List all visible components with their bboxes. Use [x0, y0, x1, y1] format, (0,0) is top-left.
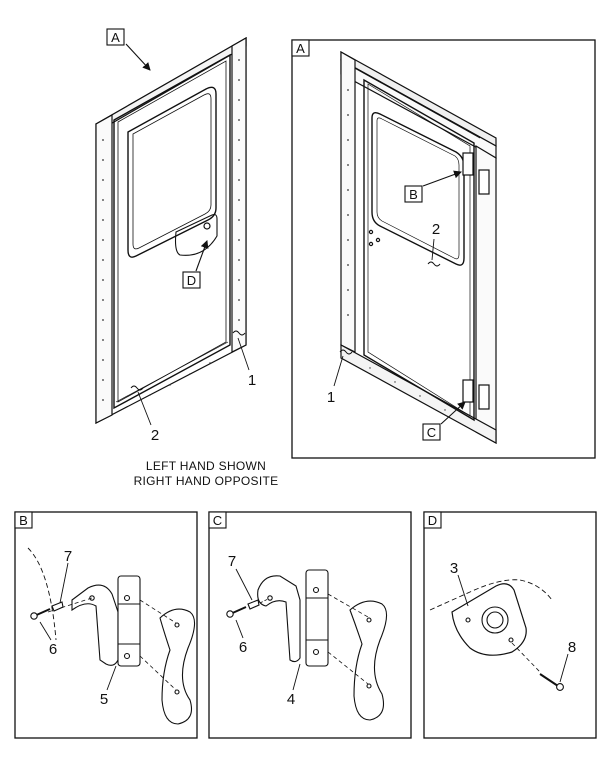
panel-a-item-1-label: 1	[327, 389, 335, 406]
panel-b-hinge-barrel	[117, 575, 141, 667]
svg-text:B: B	[409, 187, 418, 202]
left-item-1-label: 1	[248, 372, 256, 389]
panel-d: D 3 8	[423, 511, 597, 739]
panel-b-gasket	[159, 608, 196, 725]
panel-c: C 7 6 4	[208, 511, 412, 739]
panel-c-gasket	[349, 600, 388, 721]
left-door-leaf	[113, 53, 231, 410]
panel-b-hinge-leaf	[71, 584, 119, 666]
panel-a-rivets	[347, 89, 446, 411]
svg-text:A: A	[111, 30, 120, 45]
panel-c-hinge-barrel	[305, 569, 329, 667]
svg-text:C: C	[427, 425, 436, 440]
panel-a-item-2-label: 2	[432, 221, 440, 238]
panel-d-item-3-label: 3	[450, 560, 458, 577]
left-door-latch-plate	[174, 213, 218, 256]
panel-d-item-8-label: 8	[568, 639, 576, 656]
left-door-rivets	[102, 59, 240, 401]
svg-text:D: D	[187, 273, 196, 288]
left-item-2-label: 2	[151, 427, 159, 444]
caption-line-2: RIGHT HAND OPPOSITE	[134, 474, 279, 488]
panel-c-letter: C	[213, 513, 222, 528]
panel-a-window	[371, 111, 465, 266]
panel-a-left-jamb	[340, 50, 356, 353]
panel-b-item-7-label: 7	[64, 548, 72, 565]
callout-d-left: D	[182, 271, 201, 289]
panel-d-letter: D	[428, 513, 437, 528]
callout-a-left: A	[106, 28, 125, 46]
caption-line-1: LEFT HAND SHOWN	[146, 459, 266, 473]
panel-b-item-6-label: 6	[49, 641, 57, 658]
panel-b-letter: B	[19, 513, 28, 528]
panel-b-item-5-label: 5	[100, 691, 108, 708]
left-door-assembly	[95, 36, 250, 426]
panel-c-item-6-label: 6	[239, 639, 247, 656]
panel-c-item-7-label: 7	[228, 553, 236, 570]
panel-c-item-4-label: 4	[287, 691, 295, 708]
callout-b-a: B	[404, 185, 423, 203]
panel-a-door-leaf	[363, 78, 475, 422]
callout-c-a: C	[422, 423, 441, 441]
panel-a-letter: A	[296, 41, 305, 56]
panel-b: B 7 6 5	[14, 511, 198, 739]
panel-d-screw	[539, 673, 559, 687]
left-door-frame	[95, 36, 247, 424]
panel-a: A	[291, 39, 596, 459]
